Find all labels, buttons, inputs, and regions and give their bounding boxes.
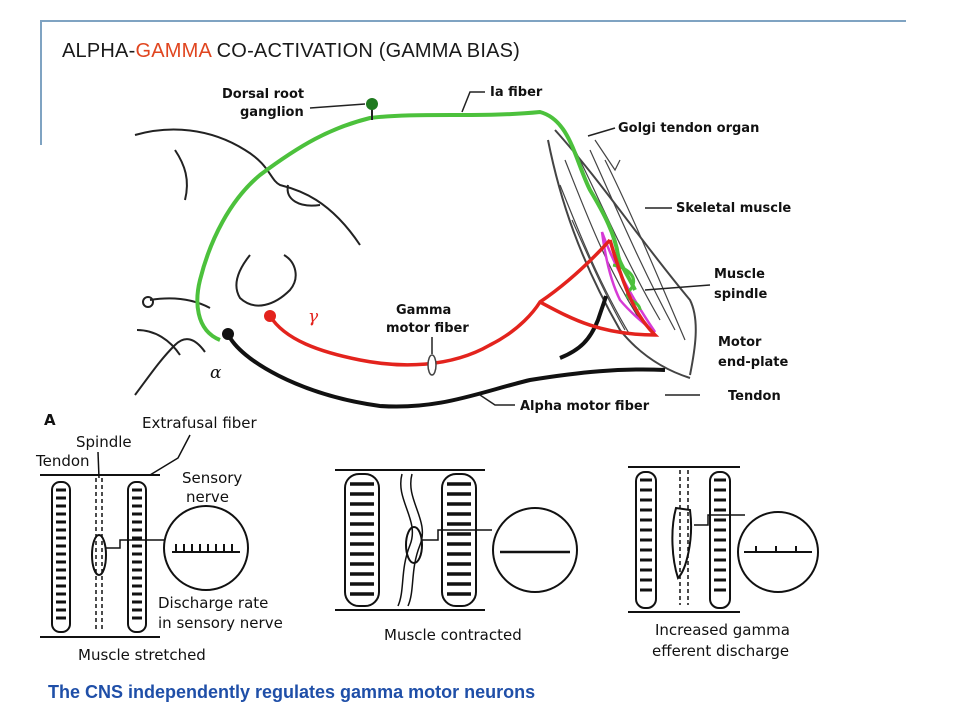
label-dorsal-root: Dorsal root	[222, 87, 304, 102]
sensory-line-2	[422, 529, 492, 541]
fiber-node	[427, 354, 437, 376]
sensory-nerve-line	[106, 539, 165, 549]
golgi-leader	[587, 127, 616, 137]
recording-circle-2	[492, 507, 578, 593]
label-tendon-bottom: Tendon	[35, 452, 90, 470]
discharge-trace-high	[172, 544, 240, 553]
spindle-leader	[644, 284, 711, 291]
alpha-fiber-leader	[479, 394, 515, 406]
label-discharge-rate: Discharge rate	[158, 594, 268, 612]
label-tendon: Tendon	[728, 389, 781, 404]
sensory-line-3	[694, 514, 745, 526]
alpha-motor-fiber	[226, 333, 666, 409]
caption: The CNS independently regulates gamma mo…	[48, 682, 536, 702]
label-in-sensory-nerve: in sensory nerve	[158, 614, 283, 632]
label-muscle: Muscle	[714, 267, 765, 282]
striations-contracted-right	[447, 482, 471, 596]
striations-right	[132, 488, 142, 620]
gamma-branches	[539, 239, 660, 337]
panel-increased-gamma: Increased gamma efferent discharge	[628, 466, 819, 660]
extrafusal-leader	[149, 434, 191, 476]
label-nerve: nerve	[186, 488, 229, 506]
frame-top-line	[40, 20, 906, 22]
frame-left-line	[40, 20, 42, 145]
label-motor-fiber: motor fiber	[386, 321, 469, 336]
dorsal-root-ganglion-dot	[366, 98, 378, 110]
title-accent: GAMMA	[135, 40, 211, 62]
spindle-capsule	[91, 534, 107, 576]
panel-letter: A	[44, 411, 56, 429]
label-muscle-contracted: Muscle contracted	[384, 626, 522, 644]
title-prefix: ALPHA-	[62, 40, 136, 62]
ia-fiber-leader	[461, 91, 485, 113]
gamma-spindle-fiber	[679, 470, 689, 605]
slide-title: ALPHA-GAMMA CO-ACTIVATION (GAMMA BIAS)	[62, 40, 520, 63]
label-motor: Motor	[718, 335, 762, 350]
label-efferent-discharge: efferent discharge	[652, 642, 789, 660]
panel-muscle-contracted: Muscle contracted	[335, 469, 578, 644]
label-golgi-tendon-organ: Golgi tendon organ	[618, 121, 759, 136]
alpha-branch-to-muscle	[559, 295, 608, 360]
ia-sensory-fiber	[195, 109, 637, 342]
label-ia-fiber: Ia fiber	[490, 85, 543, 100]
label-muscle-stretched: Muscle stretched	[78, 646, 206, 664]
spindle-bottom-leader	[97, 451, 100, 479]
skeletal-muscle-drawing	[547, 129, 697, 379]
panel-muscle-stretched: A Extrafusal fiber Spindle Tendon Sensor…	[35, 411, 283, 664]
recording-circle-1	[163, 505, 249, 591]
striations-left	[56, 488, 66, 620]
gamma-motor-fiber	[268, 238, 612, 367]
title-suffix: CO-ACTIVATION (GAMMA BIAS)	[210, 40, 521, 62]
striations-gamma-right	[714, 478, 726, 592]
label-gamma: Gamma	[396, 303, 451, 318]
gamma-symbol: γ	[308, 307, 319, 327]
ganglion-leader	[309, 103, 366, 109]
discharge-trace-restored	[744, 546, 812, 553]
label-sensory: Sensory	[182, 469, 242, 487]
label-extrafusal-fiber: Extrafusal fiber	[142, 414, 258, 432]
label-increased-gamma: Increased gamma	[655, 621, 790, 639]
alpha-symbol: α	[210, 363, 222, 383]
slack-spindle	[397, 473, 424, 607]
label-skeletal-muscle: Skeletal muscle	[676, 201, 791, 216]
slack-spindle-capsule	[405, 526, 423, 564]
gamma-spindle-capsule	[671, 506, 693, 580]
label-alpha-motor-fiber: Alpha motor fiber	[520, 399, 650, 414]
striations-gamma-left	[640, 478, 652, 592]
label-end-plate: end-plate	[718, 355, 789, 370]
striations-contracted-left	[350, 482, 374, 596]
label-spindle: spindle	[714, 287, 768, 302]
annulospiral-ending	[612, 263, 642, 311]
label-spindle-bottom: Spindle	[76, 433, 132, 451]
upper-labels: Dorsal root ganglion Ia fiber Golgi tend…	[210, 85, 791, 414]
label-ganglion: ganglion	[240, 105, 304, 120]
spindle-fiber	[95, 478, 103, 632]
